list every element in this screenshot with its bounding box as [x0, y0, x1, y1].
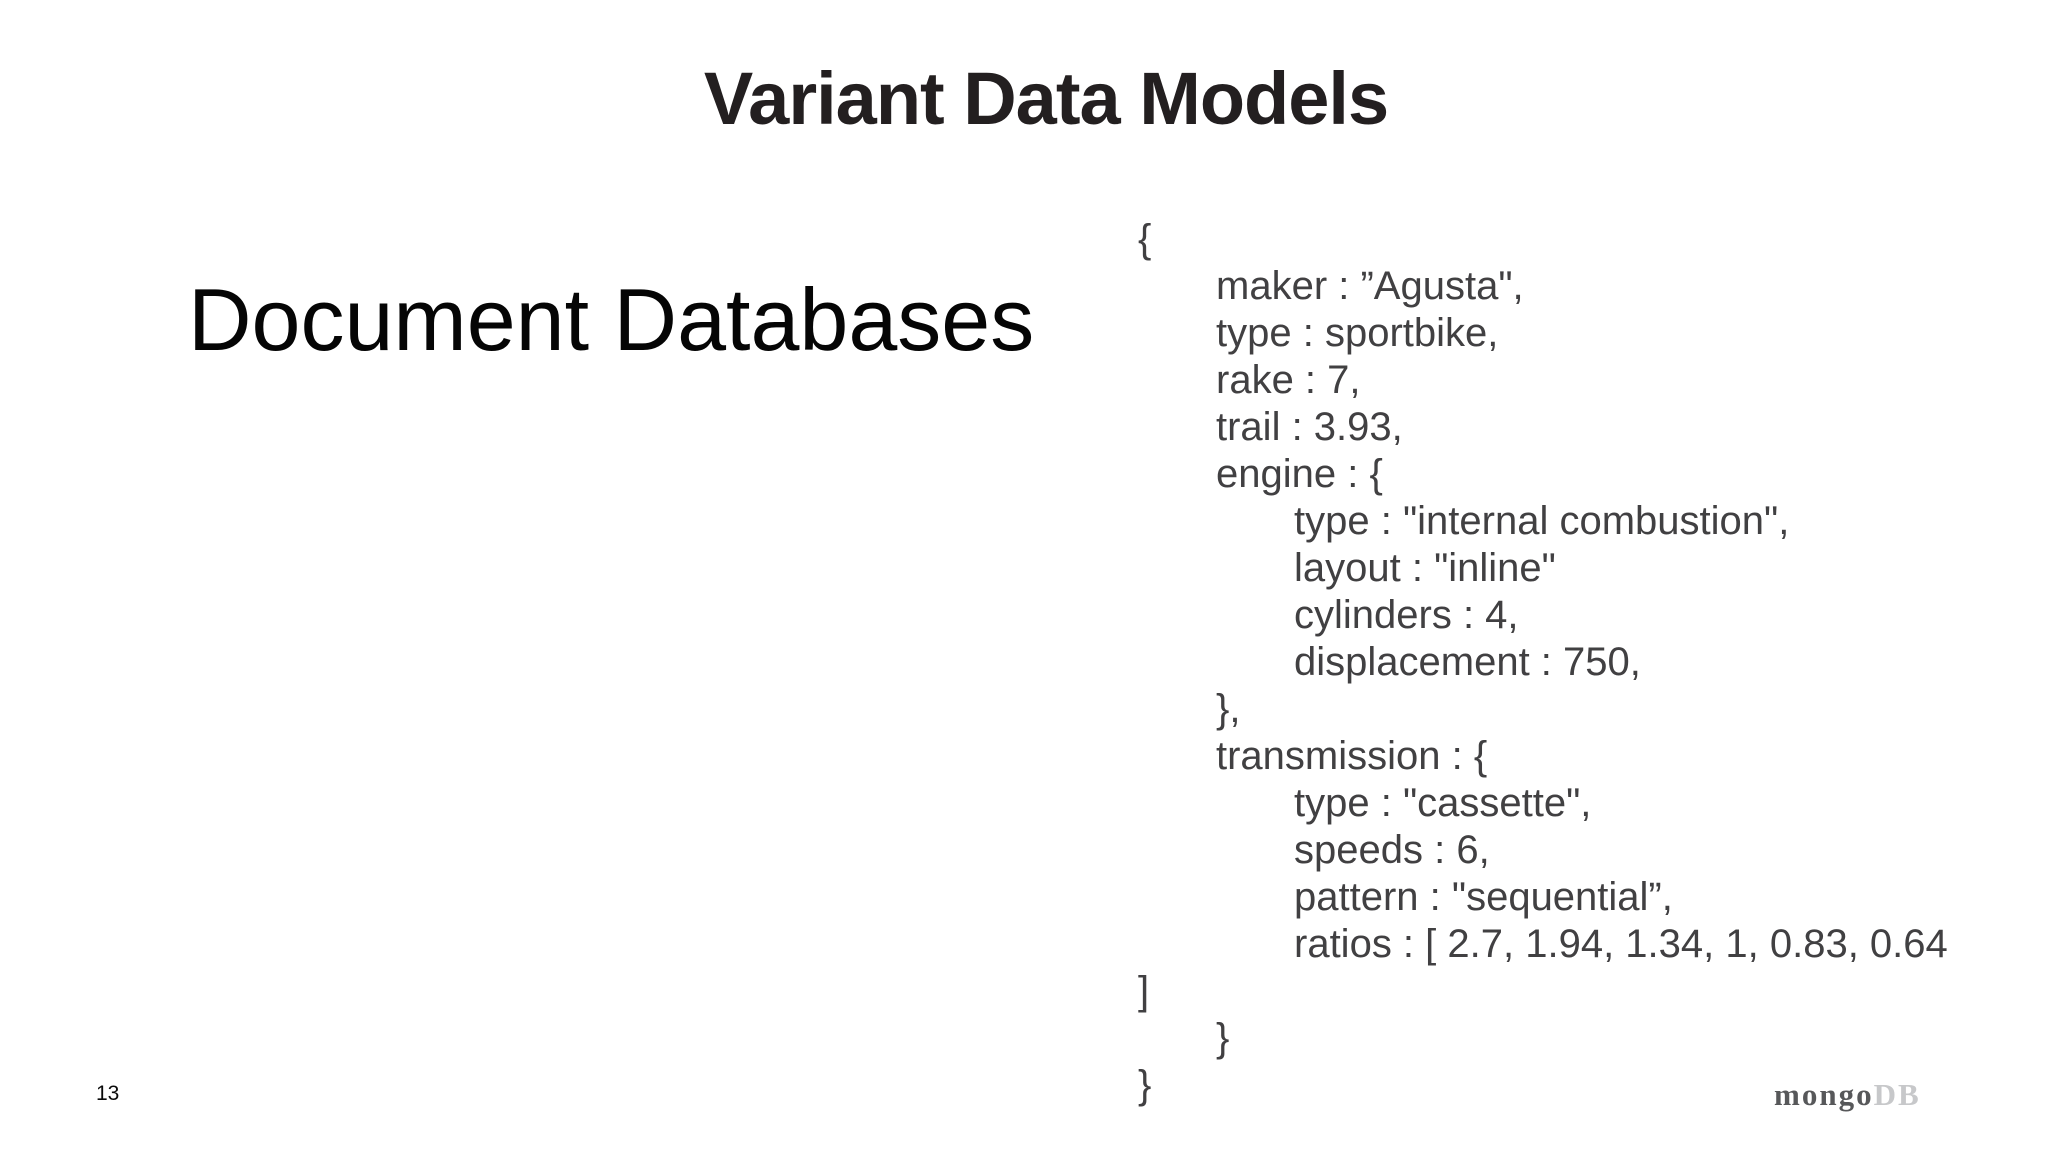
code-line: transmission : {	[1216, 734, 1488, 778]
code-line: displacement : 750,	[1294, 640, 1641, 684]
code-line: pattern : "sequential”,	[1294, 875, 1673, 919]
code-line: ]	[1138, 969, 1150, 1013]
code-line: type : "internal combustion",	[1294, 499, 1790, 543]
code-line: type : "cassette",	[1294, 781, 1592, 825]
code-line: cylinders : 4,	[1294, 593, 1519, 637]
code-line: }	[1138, 1063, 1152, 1107]
code-block: { maker : ”Agusta",type : sportbike,rake …	[1138, 216, 1948, 1109]
code-line: },	[1216, 687, 1241, 731]
code-line: trail : 3.93,	[1216, 405, 1403, 449]
code-line: ratios : [ 2.7, 1.94, 1.34, 1, 0.83, 0.6…	[1294, 922, 1948, 966]
heading-document-databases: Document Databases	[188, 270, 1035, 369]
code-line: rake : 7,	[1216, 358, 1361, 402]
mongodb-logo: mongoDB	[1774, 1076, 1921, 1113]
code-line: }	[1216, 1016, 1230, 1060]
slide-title: Variant Data Models	[703, 57, 1389, 140]
code-line: type : sportbike,	[1216, 311, 1499, 355]
code-line: {	[1138, 217, 1152, 261]
code-line: speeds : 6,	[1294, 828, 1490, 872]
code-line: layout : "inline"	[1294, 546, 1556, 590]
code-line: maker : ”Agusta",	[1216, 264, 1524, 308]
code-line: engine : {	[1216, 452, 1383, 496]
page-number: 13	[96, 1082, 120, 1105]
mongodb-logo-db: DB	[1873, 1077, 1921, 1112]
mongodb-logo-mongo: mongo	[1774, 1077, 1874, 1112]
